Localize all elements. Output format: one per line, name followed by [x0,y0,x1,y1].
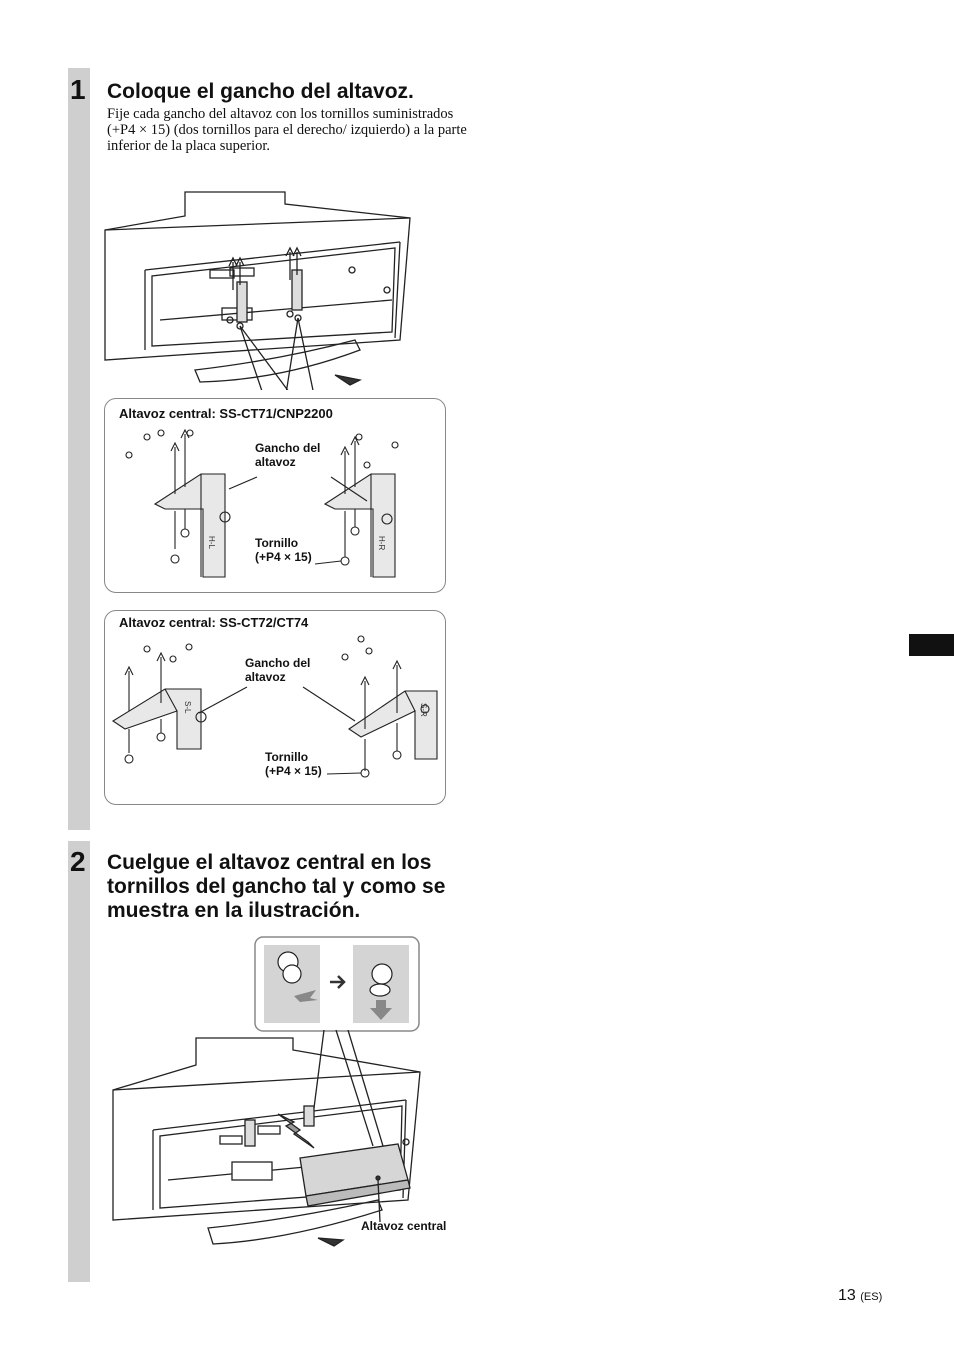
section-edge-tab [909,634,954,656]
page-number: 13 (ES) [838,1287,882,1305]
step-1-number: 1 [70,74,86,105]
panel-2-hook-label: Gancho del altavoz [245,656,311,684]
panel-1-brackets: H-L H-R [125,428,399,578]
step-2-number: 2 [70,846,86,877]
panel-1-left-mark: H-L [207,536,216,549]
step-2-title: Cuelgue el altavoz central en los tornil… [107,851,446,922]
panel-1-title: Altavoz central: SS-CT71/CNP2200 [119,406,333,421]
step-2-sidebar [68,841,90,1282]
page-language: (ES) [860,1291,883,1303]
stand-hook-illustration [104,191,411,390]
panel-2-left-mark: S-L [183,701,192,714]
panel-1-screw-label: Tornillo (+P4 × 15) [255,536,312,564]
panel-2-screw-label: Tornillo (+P4 × 15) [265,750,322,778]
center-speaker-label: Altavoz central [361,1219,447,1233]
step-1-sidebar [68,68,90,830]
step-1-instructions: Fije cada gancho del altavoz con los tor… [107,106,467,154]
panel-2-brackets: S-L S-R [111,635,438,778]
panel-2-title: Altavoz central: SS-CT72/CT74 [119,615,309,630]
step-1-title: Coloque el gancho del altavoz. [107,80,414,103]
panel-1-hook-label: Gancho del altavoz [255,441,321,469]
panel-1-right-mark: H-R [377,536,386,550]
panel-2-right-mark: S-R [419,703,428,717]
hang-speaker-illustration [112,1030,421,1247]
page-number-value: 13 [838,1287,856,1304]
panel-ss-ct72: Altavoz central: SS-CT72/CT74 Gancho del… [104,610,446,805]
panel-ss-ct71: Altavoz central: SS-CT71/CNP2200 Gancho … [104,398,446,593]
hang-speaker-inset [254,936,420,1032]
